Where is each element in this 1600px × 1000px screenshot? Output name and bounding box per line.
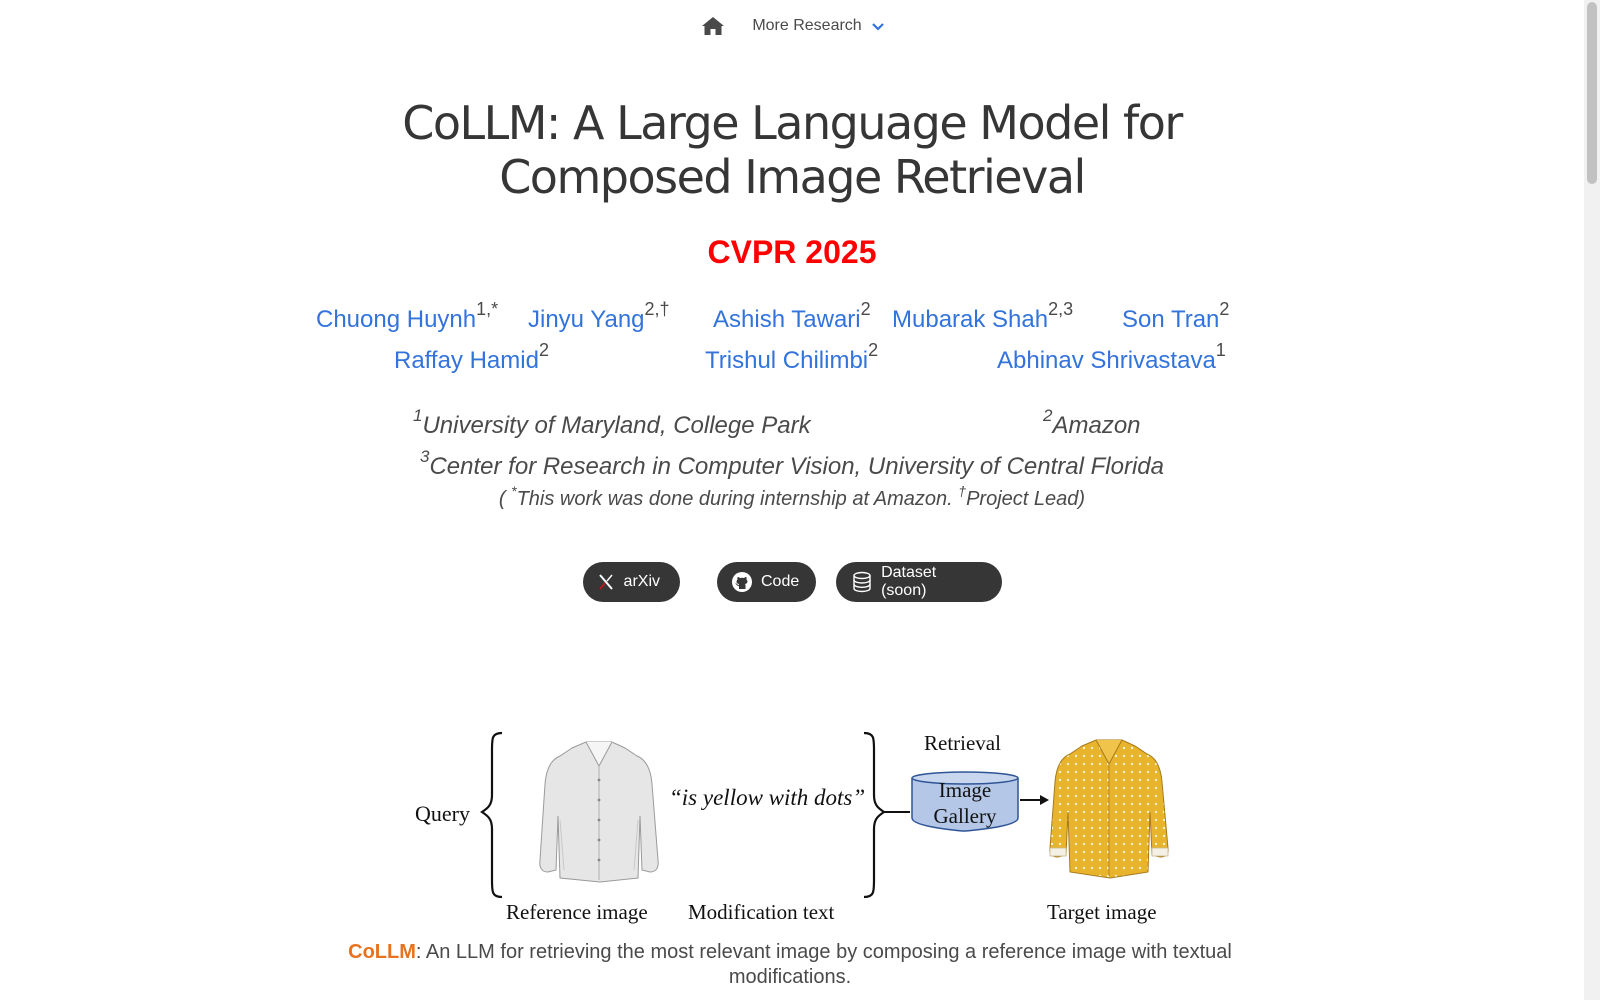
author-name: Mubarak Shah xyxy=(892,306,1049,333)
home-icon[interactable] xyxy=(700,15,726,37)
github-icon xyxy=(731,570,753,594)
brace-left xyxy=(480,731,503,899)
affiliation: 3Center for Research in Computer Vision,… xyxy=(420,448,1164,481)
page-scrollbar[interactable] xyxy=(1584,0,1600,1000)
author-sup: 2 xyxy=(860,299,871,319)
author-link[interactable]: Son Tran2 xyxy=(1122,300,1229,334)
retrieval-label: Retrieval xyxy=(924,731,1001,755)
modification-text-label: Modification text xyxy=(688,900,835,924)
author-sup: 1 xyxy=(1215,340,1226,360)
author-name: Jinyu Yang xyxy=(528,306,645,333)
author-sup: 2 xyxy=(868,340,879,360)
figure-caption: CoLLM: An LLM for retrieving the most re… xyxy=(340,940,1240,990)
more-research-label: More Research xyxy=(752,17,862,34)
page-title: CoLLM: A Large Language Model for Compos… xyxy=(0,96,1584,204)
modification-text: “is yellow with dots” xyxy=(669,785,866,810)
more-research-dropdown[interactable]: More Research xyxy=(752,17,884,35)
note-star-text: This work was done during internship at … xyxy=(516,488,959,510)
gallery-line-2: Gallery xyxy=(933,804,997,828)
teaser-figure: Query xyxy=(400,720,1180,925)
affiliation-name: Amazon xyxy=(1052,412,1141,439)
affiliation: 1University of Maryland, College Park xyxy=(413,407,811,440)
arxiv-label: arXiv xyxy=(623,573,660,590)
navbar: More Research xyxy=(0,0,1584,52)
scrollbar-thumb[interactable] xyxy=(1587,2,1597,184)
note-dagger: † xyxy=(958,483,967,499)
figure-graphics xyxy=(480,731,1169,899)
author-link[interactable]: Mubarak Shah2,3 xyxy=(892,300,1073,334)
gallery-label: Image Gallery xyxy=(912,777,1018,829)
code-label: Code xyxy=(761,573,800,590)
author-sup: 2,† xyxy=(644,299,670,319)
affiliation-name: University of Maryland, College Park xyxy=(422,412,811,439)
database-icon xyxy=(850,570,873,594)
yellow-shirt-image xyxy=(1049,739,1169,879)
arxiv-button[interactable]: arXiv xyxy=(583,562,680,602)
dataset-label: Dataset (soon) xyxy=(881,564,937,599)
author-link[interactable]: Ashish Tawari2 xyxy=(713,300,871,334)
white-shirt-image xyxy=(539,741,659,883)
author-sup: 1,* xyxy=(476,299,499,319)
author-name: Raffay Hamid xyxy=(394,347,539,374)
query-label: Query xyxy=(415,801,470,826)
author-link[interactable]: Trishul Chilimbi2 xyxy=(705,341,878,375)
author-name: Son Tran xyxy=(1122,306,1220,333)
image-gallery-cylinder xyxy=(911,771,1019,832)
title-line-2: Composed Image Retrieval xyxy=(499,150,1086,204)
caption-brand: CoLLM xyxy=(348,941,416,963)
affiliation-sup: 2 xyxy=(1043,406,1053,425)
contribution-note: ( *This work was done during internship … xyxy=(0,484,1584,511)
author-link[interactable]: Chuong Huynh1,* xyxy=(316,300,498,334)
arxiv-icon xyxy=(597,570,616,594)
brace-right xyxy=(863,731,886,899)
author-link[interactable]: Abhinav Shrivastava1 xyxy=(997,341,1226,375)
note-dagger-text: Project Lead) xyxy=(966,488,1086,510)
author-name: Abhinav Shrivastava xyxy=(997,347,1216,374)
note-open: ( xyxy=(498,488,512,510)
reference-image-label: Reference image xyxy=(506,900,648,924)
dataset-button[interactable]: Dataset (soon) xyxy=(836,562,1002,602)
caption-text: : An LLM for retrieving the most relevan… xyxy=(415,941,1232,988)
affiliation-sup: 3 xyxy=(420,447,430,466)
target-image-label: Target image xyxy=(1047,900,1157,924)
gallery-line-1: Image xyxy=(938,778,992,802)
author-link[interactable]: Jinyu Yang2,† xyxy=(528,300,670,334)
author-sup: 2 xyxy=(1219,299,1230,319)
author-name: Ashish Tawari xyxy=(713,306,861,333)
note-star: * xyxy=(511,483,517,499)
author-sup: 2 xyxy=(538,340,549,360)
affiliation: 2Amazon xyxy=(1043,407,1141,440)
author-link[interactable]: Raffay Hamid2 xyxy=(394,341,549,375)
title-line-1: CoLLM: A Large Language Model for xyxy=(402,96,1183,150)
venue-label: CVPR 2025 xyxy=(707,234,877,270)
author-name: Chuong Huynh xyxy=(316,306,477,333)
affiliation-name: Center for Research in Computer Vision, … xyxy=(429,453,1164,480)
author-name: Trishul Chilimbi xyxy=(705,347,869,374)
author-sup: 2,3 xyxy=(1048,299,1074,319)
code-button[interactable]: Code xyxy=(717,562,816,602)
affiliation-sup: 1 xyxy=(413,406,423,425)
chevron-down-icon xyxy=(871,23,884,31)
